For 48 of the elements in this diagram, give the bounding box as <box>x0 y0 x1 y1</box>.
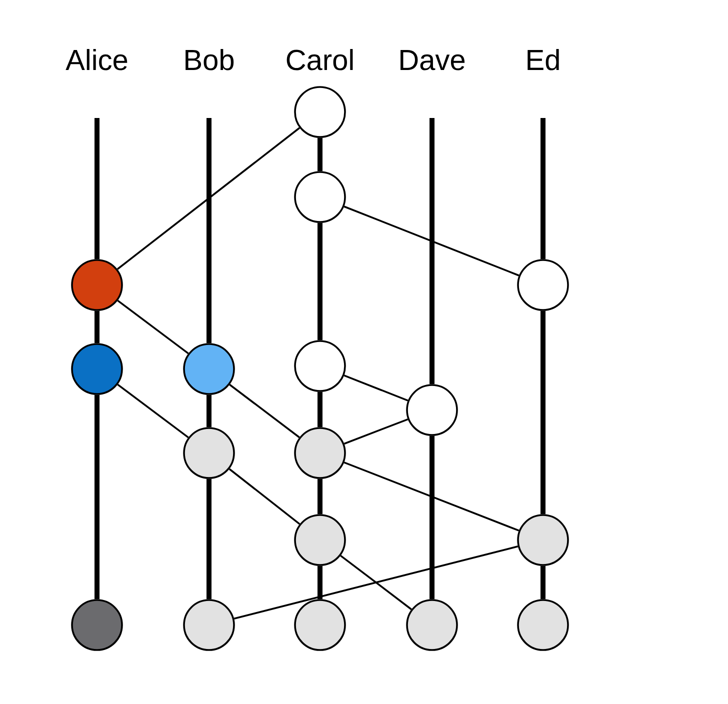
timeline-line <box>430 118 434 384</box>
connector-line <box>344 418 408 445</box>
event-circle <box>71 259 123 311</box>
event-circle <box>294 340 346 392</box>
timeline-line <box>94 394 100 600</box>
timeline-line <box>206 118 212 344</box>
event-circle <box>517 259 569 311</box>
timeline-line <box>94 310 100 344</box>
timeline-line <box>94 118 100 260</box>
event-circle <box>294 86 346 138</box>
timeline-line <box>206 394 212 428</box>
timeline-line <box>540 118 546 260</box>
column-label: Alice <box>66 48 128 70</box>
event-circle <box>517 514 569 566</box>
timeline-line <box>318 138 322 172</box>
timeline-line <box>318 566 322 600</box>
event-circle <box>406 384 458 436</box>
connector-line <box>116 127 300 270</box>
connector-line <box>344 206 520 276</box>
connector-line <box>117 300 189 354</box>
connector-line <box>229 384 300 438</box>
column-label: Dave <box>400 50 465 70</box>
connector-line <box>117 384 189 438</box>
event-circle <box>517 599 569 651</box>
column-label: Ed <box>528 48 559 70</box>
connector-line <box>344 374 408 402</box>
event-circle <box>183 343 235 395</box>
event-circle <box>294 599 346 651</box>
connector-line <box>344 462 520 532</box>
connector-line <box>234 546 518 620</box>
event-circle <box>71 343 123 395</box>
event-circle <box>406 599 458 651</box>
event-circle <box>183 599 235 651</box>
timeline-line <box>318 222 322 340</box>
event-circle <box>183 427 235 479</box>
timeline-line <box>318 478 322 514</box>
event-circle <box>294 427 346 479</box>
timeline-line <box>430 436 434 600</box>
connector-line <box>340 554 412 610</box>
event-circle <box>294 514 346 566</box>
timeline-line <box>206 478 212 600</box>
timeline-line <box>540 310 546 514</box>
event-circle <box>71 599 123 651</box>
timeline-line <box>540 566 546 600</box>
connector-line <box>228 468 300 525</box>
column-label: Bob <box>186 48 234 70</box>
event-circle <box>294 171 346 223</box>
timeline-line <box>318 392 322 428</box>
